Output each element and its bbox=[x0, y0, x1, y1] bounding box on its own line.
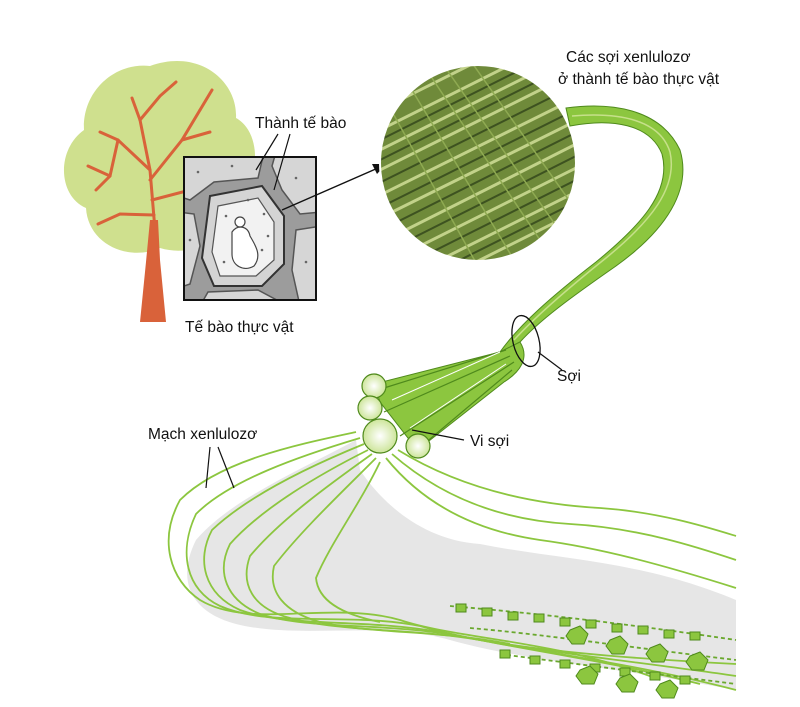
cellulose-fibers-label-line1: Các sợi xenlulozơ bbox=[566, 49, 691, 66]
cell-wall-label: Thành tế bào bbox=[255, 115, 347, 132]
tree-trunk bbox=[140, 220, 166, 322]
cellulose-chain-label: Mạch xenlulozơ bbox=[148, 426, 258, 443]
plant-cell-inset bbox=[183, 156, 317, 301]
fiber-label: Sợi bbox=[557, 368, 581, 385]
cellulose-fibers-label-line2: ở thành tế bào thực vật bbox=[558, 71, 720, 88]
microfibril-bundle bbox=[357, 373, 431, 459]
fiber-stalk bbox=[373, 105, 684, 449]
vacuole bbox=[231, 226, 259, 269]
cellulose-chain-pointer bbox=[205, 446, 235, 489]
microfibril-pointer bbox=[411, 429, 465, 441]
cellulose-fiber-micrograph bbox=[379, 64, 577, 262]
fiber-pointer bbox=[537, 351, 563, 371]
chain-shaded-region bbox=[187, 440, 737, 690]
fiber-ring-marker bbox=[511, 314, 541, 368]
nucleus bbox=[234, 216, 246, 228]
fiber-cone bbox=[373, 341, 525, 449]
cellulose-chains bbox=[167, 431, 737, 699]
tree-branches bbox=[86, 80, 224, 232]
plant-cell-label: Tế bào thực vật bbox=[185, 319, 294, 336]
microfibril-label: Vi sợi bbox=[470, 433, 510, 450]
cell-wall-pointer bbox=[255, 133, 291, 191]
